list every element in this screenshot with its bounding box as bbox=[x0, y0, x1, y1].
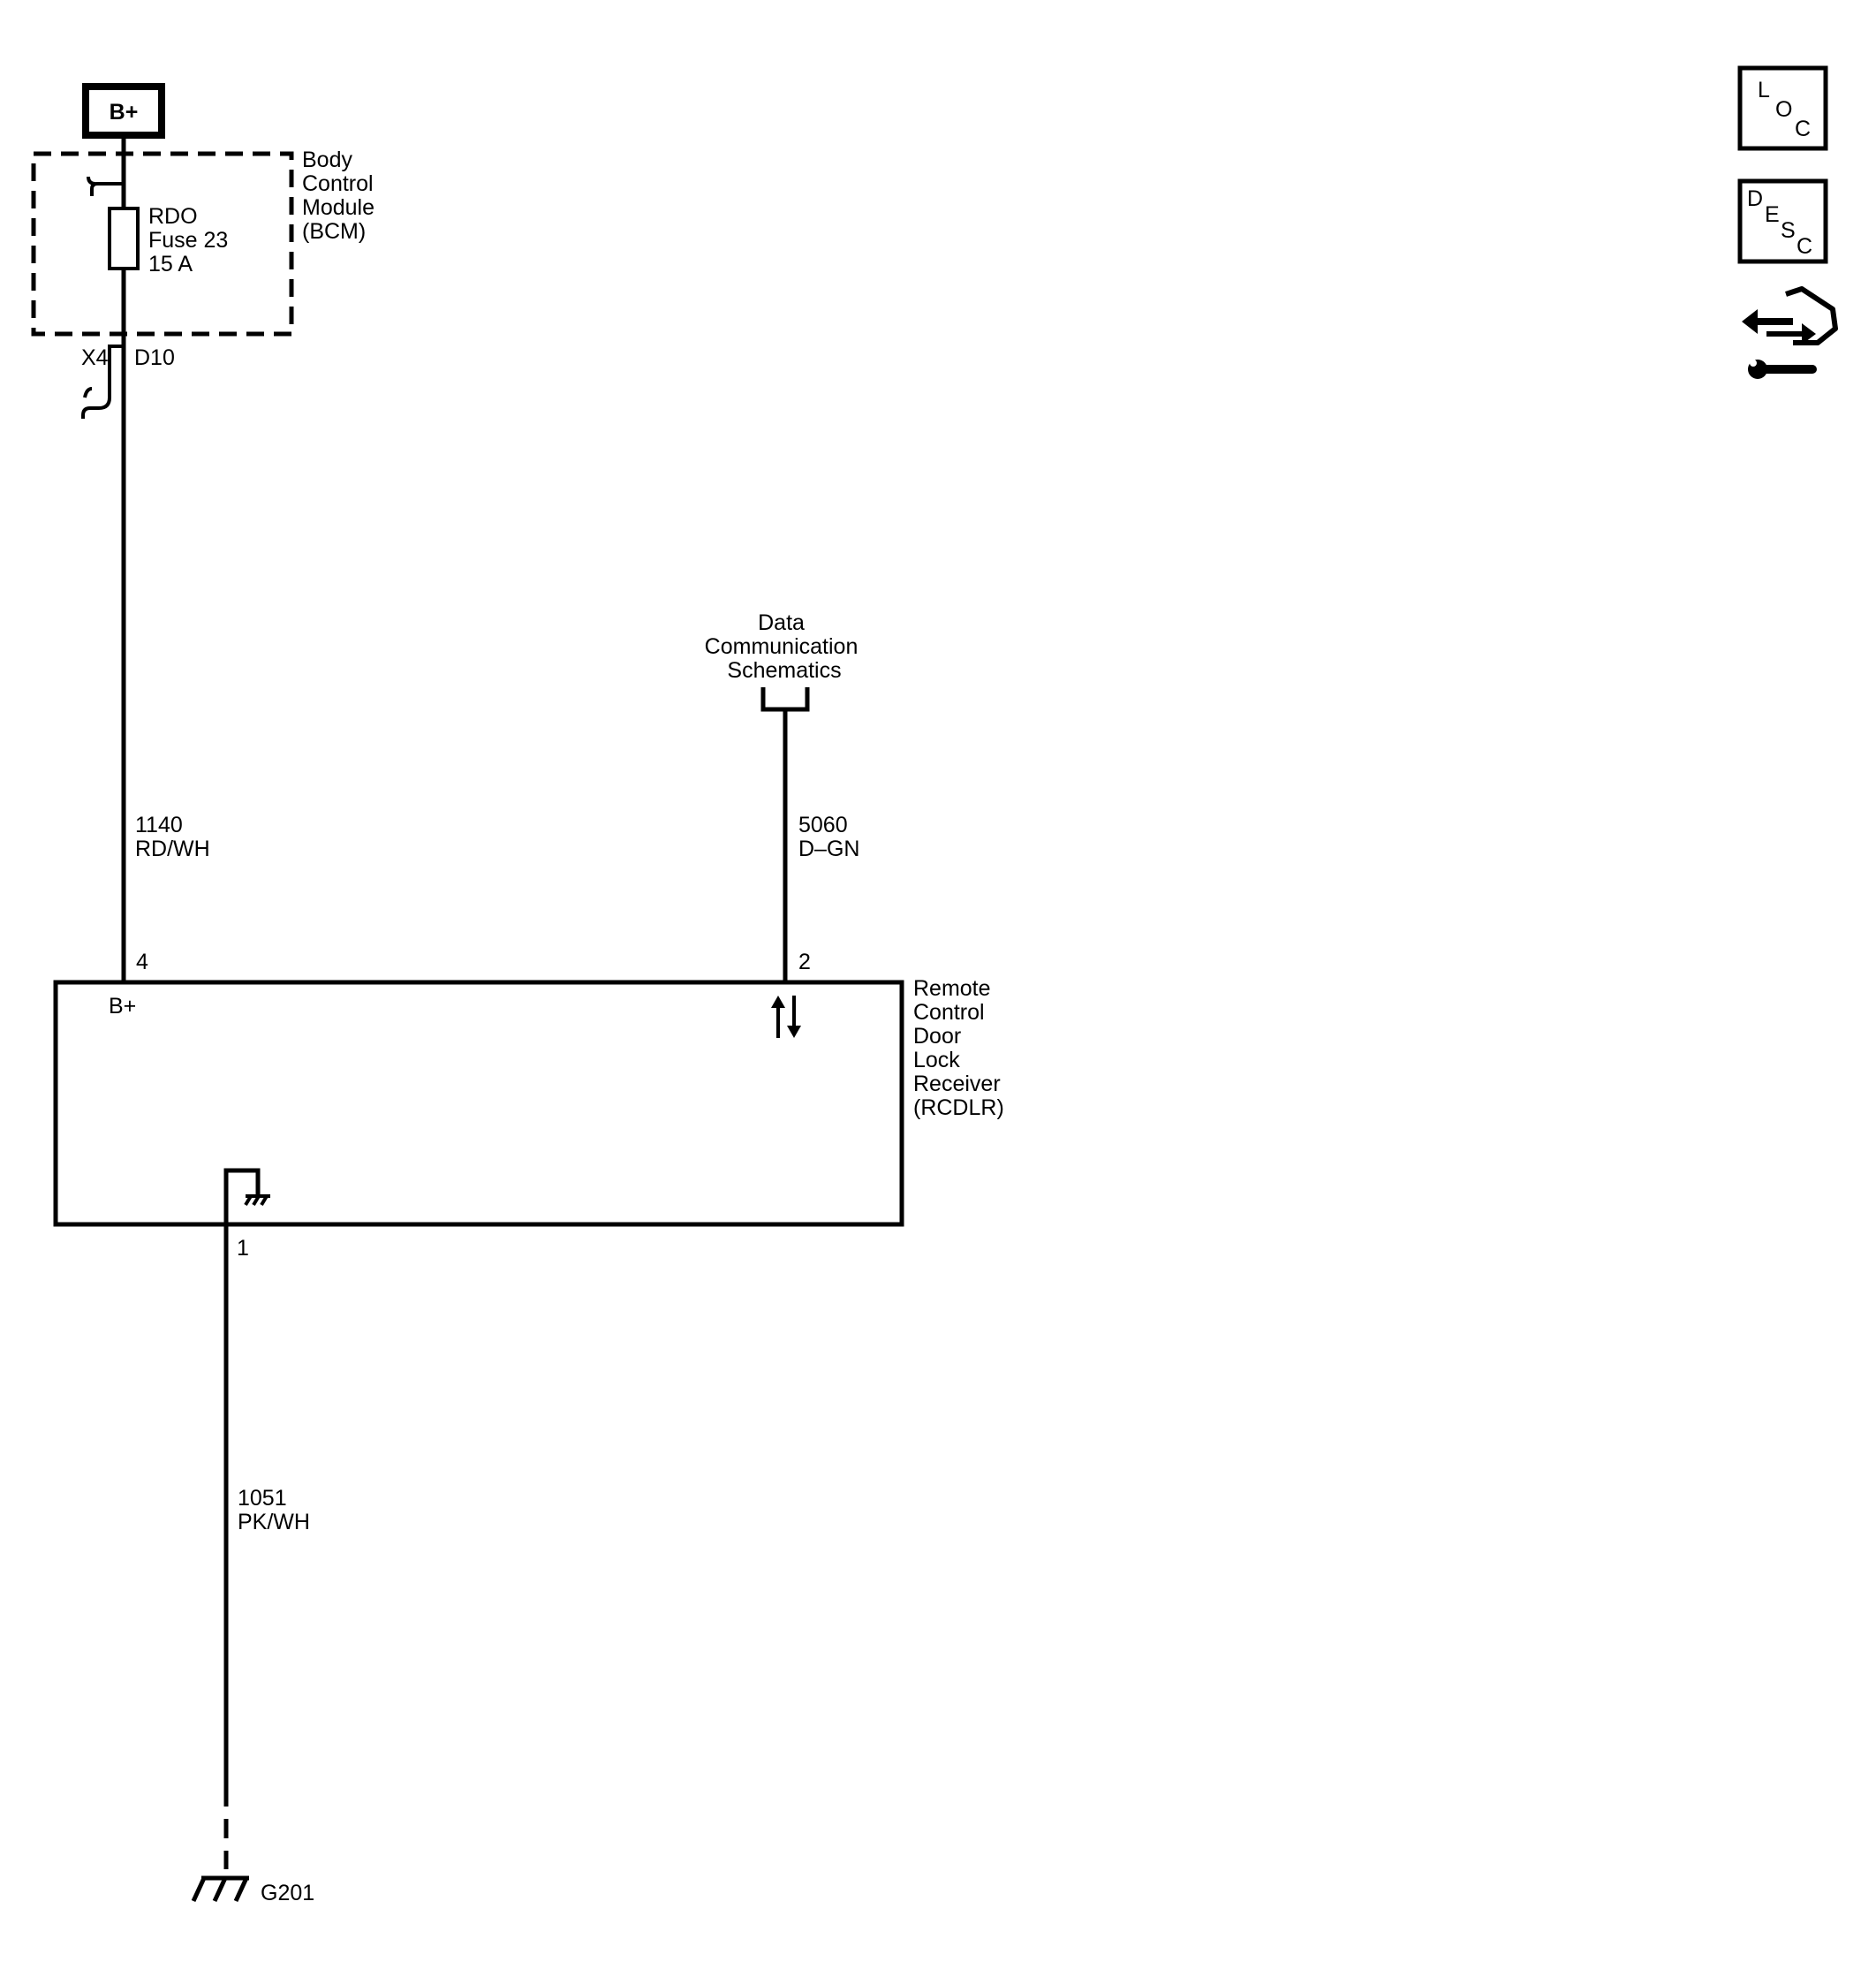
ground-icon bbox=[191, 1876, 249, 1903]
connector-x4: X4 D10 bbox=[81, 345, 175, 419]
desc-icon-letters: D E S C bbox=[1747, 186, 1812, 259]
connector-x4-label: X4 bbox=[81, 345, 109, 370]
data-communication-reference: Data Communication Schematics bbox=[705, 610, 865, 712]
rcdlr-pin-4: 4 bbox=[136, 950, 148, 974]
fuse-23: RDO Fuse 23 15 A bbox=[108, 204, 234, 276]
desc-icon bbox=[1737, 178, 1828, 264]
internal-splice-hook bbox=[87, 176, 124, 196]
data-communication-bracket-icon bbox=[760, 687, 810, 712]
internal-ground-icon bbox=[223, 1168, 270, 1224]
hand-wrench-icon bbox=[1742, 286, 1838, 379]
data-communication-label: Data Communication Schematics bbox=[705, 610, 865, 683]
power-source-label: B+ bbox=[110, 100, 139, 125]
power-source: B+ bbox=[82, 83, 165, 139]
fuse-label: RDO Fuse 23 15 A bbox=[148, 204, 234, 276]
loc-icon bbox=[1737, 65, 1828, 151]
loc-button[interactable]: L O C bbox=[1737, 65, 1828, 151]
rcdlr-label: Remote Control Door Lock Receiver (RCDLR… bbox=[913, 976, 1007, 1120]
fuse-icon bbox=[108, 207, 140, 270]
rcdlr-module: 4 2 B+ Remote Control Door Lock Receiver… bbox=[53, 950, 1007, 1227]
bcm-module: Body Control Module (BCM) bbox=[31, 148, 381, 337]
rcdlr-outline bbox=[53, 980, 904, 1227]
pin-d10-label: D10 bbox=[134, 345, 175, 370]
rcdlr-pin-1: 1 bbox=[237, 1236, 249, 1261]
bcm-label: Body Control Module (BCM) bbox=[302, 148, 381, 244]
rcdlr-power-input-label: B+ bbox=[109, 994, 136, 1019]
hand-wrench-button[interactable] bbox=[1742, 286, 1838, 379]
ground-label: G201 bbox=[261, 1881, 314, 1905]
connector-hook-icon bbox=[81, 345, 124, 419]
rcdlr-pin-2: 2 bbox=[798, 950, 811, 974]
desc-button[interactable]: D E S C bbox=[1737, 178, 1828, 264]
wire-5060-label: 5060 D–GN bbox=[798, 813, 859, 861]
ground-g201: G201 bbox=[191, 1875, 314, 1905]
loc-icon-letters: L O C bbox=[1758, 78, 1811, 141]
wire-1051-label: 1051 PK/WH bbox=[238, 1486, 310, 1534]
bidirectional-data-arrows-icon bbox=[771, 996, 801, 1038]
wire-1140-label: 1140 RD/WH bbox=[135, 813, 210, 861]
